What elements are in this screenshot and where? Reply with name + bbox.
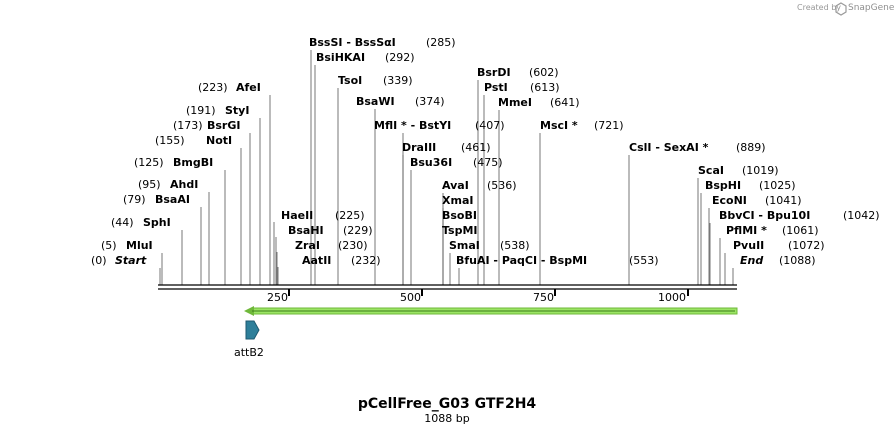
site-name-label[interactable]: BspHI bbox=[705, 179, 741, 192]
site-name-label[interactable]: MluI bbox=[126, 239, 153, 252]
site-position-label: (79) bbox=[123, 193, 146, 206]
tick-label: 750 bbox=[533, 291, 554, 304]
site-name-label[interactable]: Start bbox=[115, 254, 147, 267]
site-name-label[interactable]: BsiHKAI bbox=[316, 51, 365, 64]
site-position-label: (191) bbox=[186, 104, 216, 117]
site-name-label[interactable]: BsaHI bbox=[288, 224, 324, 237]
site-name-label[interactable]: PflMI * bbox=[726, 224, 767, 237]
site-position-label: (538) bbox=[500, 239, 530, 252]
site-position-label: (1072) bbox=[788, 239, 825, 252]
site-name-label[interactable]: XmaI bbox=[442, 194, 473, 207]
credit-text: Created by bbox=[797, 3, 841, 12]
scale-ticks: 250 500 750 1000 bbox=[267, 289, 689, 304]
site-name-label[interactable]: TsoI bbox=[338, 74, 362, 87]
site-position-label: (407) bbox=[475, 119, 505, 132]
site-name-label[interactable]: BsaWI bbox=[356, 95, 395, 108]
site-position-label: (374) bbox=[415, 95, 445, 108]
site-name-label[interactable]: BsrGI bbox=[207, 119, 240, 132]
tick-label: 250 bbox=[267, 291, 288, 304]
site-name-label[interactable]: End bbox=[740, 254, 763, 267]
site-name-label[interactable]: BsaAI bbox=[155, 193, 190, 206]
site-position-label: (613) bbox=[530, 81, 560, 94]
site-name-label[interactable]: SmaI bbox=[449, 239, 480, 252]
site-name-label[interactable]: MflI * - BstYI bbox=[374, 119, 451, 132]
site-position-label: (602) bbox=[529, 66, 559, 79]
site-name-label[interactable]: SphI bbox=[143, 216, 171, 229]
backbone bbox=[158, 284, 737, 290]
site-name-label[interactable]: ScaI bbox=[698, 164, 724, 177]
site-position-label: (1019) bbox=[742, 164, 779, 177]
site-position-label: (1041) bbox=[765, 194, 802, 207]
site-position-label: (0) bbox=[91, 254, 107, 267]
site-position-label: (553) bbox=[629, 254, 659, 267]
snapgene-logo-icon bbox=[835, 2, 847, 16]
site-name-label[interactable]: PvuII bbox=[733, 239, 764, 252]
site-position-label: (230) bbox=[338, 239, 368, 252]
site-position-label: (475) bbox=[473, 156, 503, 169]
site-position-label: (44) bbox=[111, 216, 134, 229]
site-name-label[interactable]: EcoNI bbox=[712, 194, 747, 207]
tick-label: 1000 bbox=[658, 291, 686, 304]
brand-text: SnapGene bbox=[848, 3, 895, 13]
site-name-label[interactable]: MmeI bbox=[498, 96, 532, 109]
site-position-label: (339) bbox=[383, 74, 413, 87]
site-position-label: (5) bbox=[101, 239, 117, 252]
site-position-label: (461) bbox=[461, 141, 491, 154]
site-labels: Start (0) MluI (5) SphI (44) BsaAI (79) AhdI (95)… bbox=[91, 36, 880, 267]
site-position-label: (1088) bbox=[779, 254, 816, 267]
site-name-label[interactable]: HaeII bbox=[281, 209, 313, 222]
site-position-label: (1025) bbox=[759, 179, 796, 192]
site-name-label[interactable]: AvaI bbox=[442, 179, 469, 192]
site-name-label[interactable]: StyI bbox=[225, 104, 249, 117]
site-position-label: (889) bbox=[736, 141, 766, 154]
site-name-label[interactable]: AhdI bbox=[170, 178, 198, 191]
site-name-label[interactable]: BsrDI bbox=[477, 66, 511, 79]
site-name-label[interactable]: AatII bbox=[302, 254, 331, 267]
map-subtitle: 1088 bp bbox=[424, 412, 469, 425]
site-position-label: (155) bbox=[155, 134, 185, 147]
site-position-label: (1061) bbox=[782, 224, 819, 237]
site-position-label: (95) bbox=[138, 178, 161, 191]
map-title: pCellFree_G03 GTF2H4 bbox=[358, 396, 537, 412]
site-position-label: (721) bbox=[594, 119, 624, 132]
site-name-label[interactable]: CslI - SexAI * bbox=[629, 141, 709, 154]
site-position-label: (641) bbox=[550, 96, 580, 109]
site-name-label[interactable]: BbvCI - Bpu10I bbox=[719, 209, 810, 222]
site-name-label[interactable]: BssSI - BssSαI bbox=[309, 36, 396, 49]
site-name-label[interactable]: PstI bbox=[484, 81, 508, 94]
tick-label: 500 bbox=[400, 291, 421, 304]
site-name-label[interactable]: Bsu36I bbox=[410, 156, 452, 169]
site-position-label: (1042) bbox=[843, 209, 880, 222]
site-name-label[interactable]: BfuAI - PaqCI - BspMI bbox=[456, 254, 587, 267]
site-position-label: (229) bbox=[343, 224, 373, 237]
site-position-label: (285) bbox=[426, 36, 456, 49]
site-name-label[interactable]: BmgBI bbox=[173, 156, 213, 169]
site-name-label[interactable]: AfeI bbox=[236, 81, 261, 94]
site-name-label[interactable]: MscI * bbox=[540, 119, 578, 132]
site-leader-lines bbox=[159, 50, 734, 285]
site-name-label[interactable]: DraIII bbox=[402, 141, 436, 154]
site-name-label[interactable]: BsoBI bbox=[442, 209, 477, 222]
feature-label: attB2 bbox=[234, 346, 264, 359]
site-position-label: (223) bbox=[198, 81, 228, 94]
site-name-label[interactable]: TspMI bbox=[442, 224, 478, 237]
site-position-label: (232) bbox=[351, 254, 381, 267]
site-position-label: (292) bbox=[385, 51, 415, 64]
site-name-label[interactable]: ZraI bbox=[295, 239, 320, 252]
orf-arrow[interactable] bbox=[244, 306, 738, 316]
attb2-feature[interactable]: attB2 bbox=[234, 320, 264, 359]
site-position-label: (125) bbox=[134, 156, 164, 169]
site-name-label[interactable]: NotI bbox=[206, 134, 232, 147]
site-position-label: (225) bbox=[335, 209, 365, 222]
site-position-label: (536) bbox=[487, 179, 517, 192]
site-position-label: (173) bbox=[173, 119, 203, 132]
